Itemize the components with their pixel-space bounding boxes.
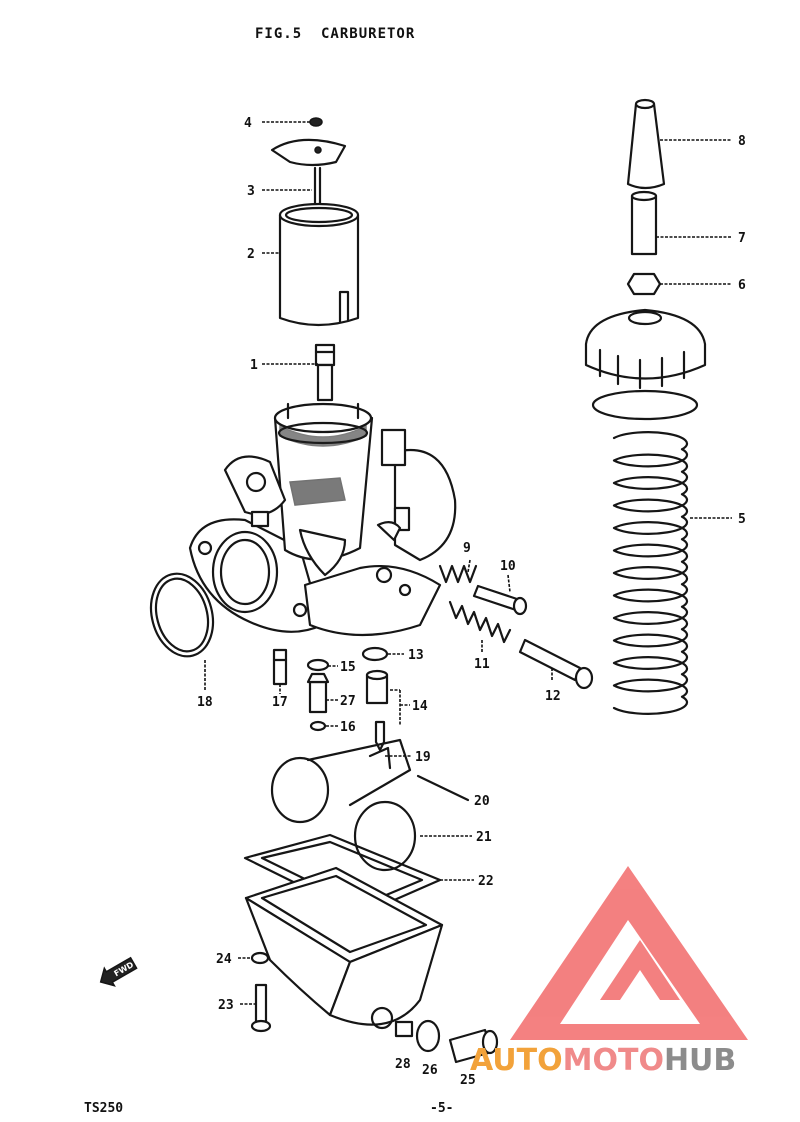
- watermark-auto: AUTO: [470, 1043, 563, 1078]
- callout-8: 8: [738, 134, 746, 149]
- callout-5: 5: [738, 512, 746, 527]
- callout-2: 2: [247, 247, 255, 262]
- part-mixing-chamber-cap: [584, 308, 707, 421]
- callout-26: 26: [422, 1063, 438, 1078]
- part-gasket-small: [361, 646, 389, 662]
- part-chamber-screw: [250, 983, 272, 1033]
- callout-7: 7: [738, 231, 746, 246]
- watermark-moto: MOTO: [563, 1043, 664, 1078]
- callout-1: 1: [250, 358, 258, 373]
- callout-15: 15: [340, 660, 356, 675]
- callout-20: 20: [474, 794, 490, 809]
- watermark-hub: HUB: [664, 1043, 736, 1078]
- leader-lines: [204, 121, 732, 1005]
- part-main-jet: [306, 672, 330, 714]
- callout-labels: 1 2 3 4 5 6 7 8 9 10 11 12 13 14 15 16 1…: [197, 116, 746, 1088]
- part-o-ring-large: [149, 572, 215, 658]
- callout-9: 9: [463, 541, 471, 556]
- callout-14: 14: [412, 699, 428, 714]
- callout-11: 11: [474, 657, 490, 672]
- part-cable-adjuster: [630, 190, 658, 256]
- model-code: TS250: [84, 1101, 123, 1116]
- part-drain-plug: [394, 1020, 414, 1038]
- forward-direction-marker: FWD: [99, 956, 138, 987]
- part-float-chamber: [244, 866, 444, 1030]
- callout-28: 28: [395, 1057, 411, 1072]
- part-o-ring-small: [306, 658, 330, 672]
- watermark-inner-mark-icon: [600, 940, 680, 1000]
- watermark-logo: [510, 866, 748, 1040]
- part-valve-spring: [612, 431, 689, 715]
- part-pilot-screw: [472, 584, 528, 616]
- callout-6: 6: [738, 278, 746, 293]
- callout-25: 25: [460, 1073, 476, 1088]
- forward-arrow-icon: [99, 956, 138, 987]
- callout-18: 18: [197, 695, 213, 710]
- callout-3: 3: [247, 184, 255, 199]
- part-washer-small: [309, 720, 327, 732]
- callout-24: 24: [216, 952, 232, 967]
- callout-16: 16: [340, 720, 356, 735]
- part-needle-valve-seat: [365, 669, 389, 705]
- part-drain-screw: [448, 1028, 499, 1064]
- callout-13: 13: [408, 648, 424, 663]
- part-throttle-valve: [278, 202, 360, 327]
- callout-10: 10: [500, 559, 516, 574]
- part-carburetor-body: [188, 402, 457, 637]
- part-throttle-stop-spring: [448, 600, 512, 644]
- part-throttle-stop-screw: [518, 638, 594, 690]
- part-lock-washer: [250, 951, 270, 965]
- watermark-triangle-icon: [510, 866, 748, 1040]
- part-drain-gasket: [415, 1019, 441, 1053]
- callout-12: 12: [545, 689, 561, 704]
- watermark-wordmark: AUTOMOTOHUB: [470, 1043, 736, 1078]
- part-clip: [309, 117, 323, 127]
- part-pilot-jet: [272, 648, 288, 686]
- part-pilot-screw-spring: [438, 564, 478, 584]
- part-top-fitting: [314, 343, 336, 402]
- callout-19: 19: [415, 750, 431, 765]
- callout-4: 4: [244, 116, 252, 131]
- part-lock-nut: [626, 272, 662, 296]
- part-jet-needle: [270, 138, 347, 217]
- page-number: -5-: [430, 1101, 453, 1116]
- part-float-pin: [416, 774, 470, 802]
- part-float: [270, 738, 417, 872]
- figure-title: FIG.5 CARBURETOR: [255, 26, 415, 42]
- part-cable-adjuster-cap: [626, 98, 666, 190]
- callout-27: 27: [340, 694, 356, 709]
- callout-23: 23: [218, 998, 234, 1013]
- callout-22: 22: [478, 874, 494, 889]
- callout-17: 17: [272, 695, 288, 710]
- callout-21: 21: [476, 830, 492, 845]
